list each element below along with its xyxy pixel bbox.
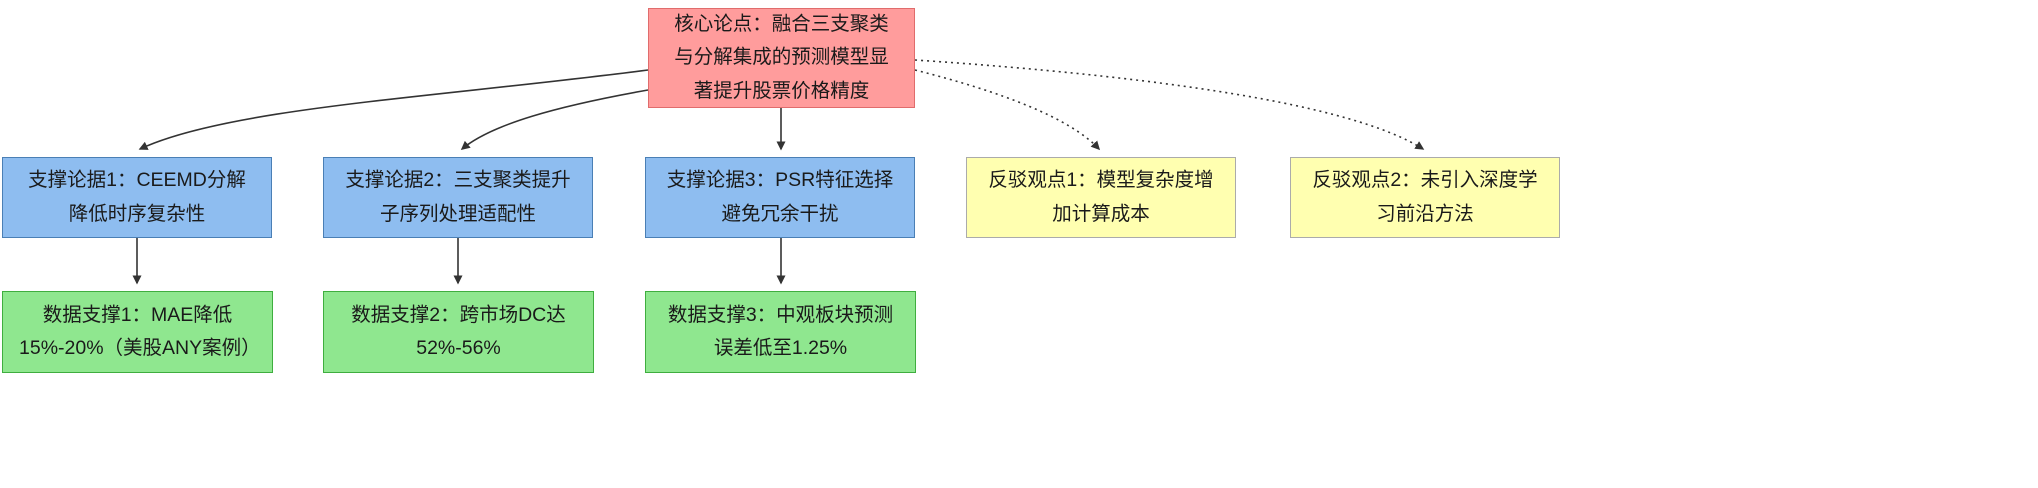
support-node-2: 支撑论据2：三支聚类提升子序列处理适配性	[323, 157, 593, 238]
data-support-node-2: 数据支撑2：跨市场DC达52%-56%	[323, 291, 594, 373]
data-support-node-1: 数据支撑1：MAE降低15%-20%（美股ANY案例）	[2, 291, 273, 373]
core-claim-node: 核心论点：融合三支聚类与分解集成的预测模型显著提升股票价格精度	[648, 8, 915, 108]
data-support-node-3: 数据支撑3：中观板块预测误差低至1.25%	[645, 291, 916, 373]
support-node-3: 支撑论据3：PSR特征选择避免冗余干扰	[645, 157, 915, 238]
rebuttal-node-2: 反驳观点2：未引入深度学习前沿方法	[1290, 157, 1560, 238]
edge-core-to-support-1	[138, 69, 649, 150]
edge-core-to-rebuttal-2	[914, 59, 1425, 150]
edge-core-to-rebuttal-1	[914, 69, 1101, 151]
support-node-1: 支撑论据1：CEEMD分解降低时序复杂性	[2, 157, 272, 238]
edge-core-to-support-2	[460, 89, 649, 150]
rebuttal-node-1: 反驳观点1：模型复杂度增加计算成本	[966, 157, 1236, 238]
